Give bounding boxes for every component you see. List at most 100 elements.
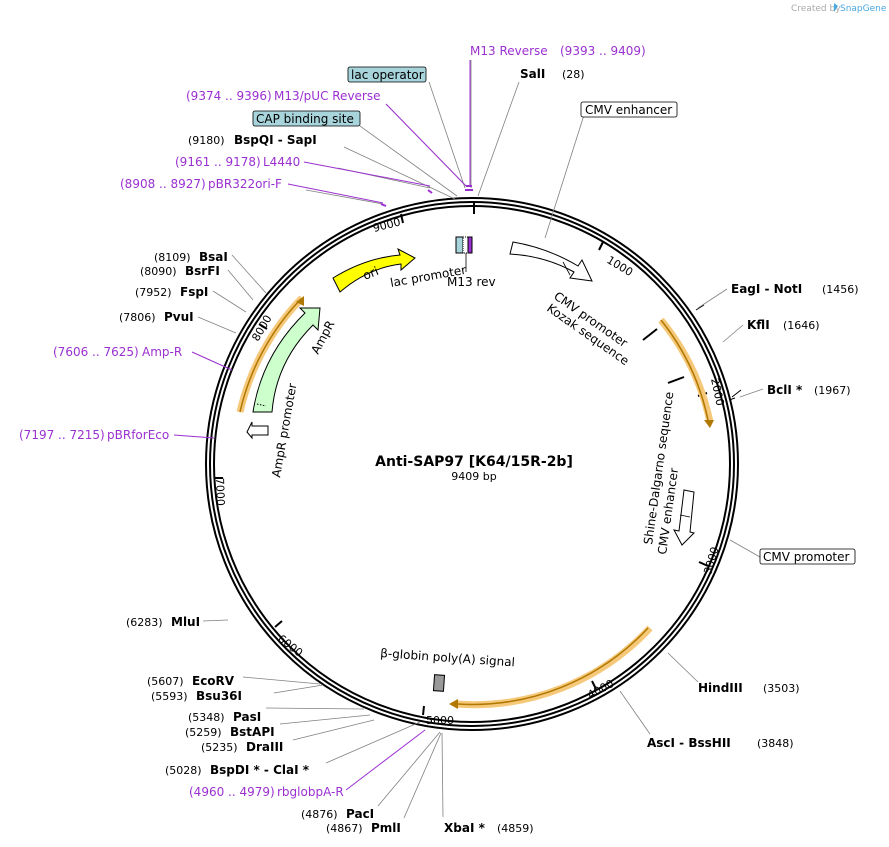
m13-rev-label: M13 rev — [447, 275, 496, 289]
tick-label: 4000 — [585, 677, 616, 702]
site-name: HindIII — [698, 681, 743, 695]
site-name: SalI — [520, 67, 545, 81]
tick-label: 2000 — [708, 377, 727, 407]
site-ticks — [473, 202, 742, 401]
orf-arc-right-core — [660, 319, 709, 421]
tick-label: 7000 — [213, 478, 227, 506]
site-pos: (1967) — [814, 384, 851, 397]
top-labels: M13 Reverse (9393 .. 9409) lac operator … — [120, 44, 678, 191]
site-name: PasI — [233, 710, 261, 724]
site-pos: (1646) — [783, 319, 820, 332]
site-pos: (28) — [562, 68, 585, 81]
boxed-feature-label: CAP binding site — [256, 112, 354, 126]
ori-label: ori — [361, 264, 381, 283]
primer-name: M13 Reverse — [470, 44, 548, 58]
backbone — [205, 197, 739, 731]
tick-label: 6000 — [275, 632, 305, 659]
site-name: EcoRV — [192, 674, 235, 688]
primer-range: (9374 .. 9396) — [186, 89, 272, 103]
site-pos: (3848) — [757, 737, 794, 750]
boxed-feature-label: lac operator — [351, 68, 424, 82]
primer-name: L4440 — [263, 155, 300, 169]
site-pos: (9180) — [188, 134, 225, 147]
site-name: BstAPI — [230, 725, 275, 739]
ori-arrow — [332, 247, 416, 293]
site-pos: (5607) — [147, 675, 184, 688]
orf-arcs — [236, 295, 714, 709]
site-name: KflI — [747, 318, 770, 332]
site-pos: (1456) — [822, 283, 859, 296]
site-pos: (5235) — [201, 741, 238, 754]
plasmid-length: 9409 bp — [451, 470, 496, 483]
boxed-feature-label: CMV promoter — [763, 550, 850, 564]
site-pos: (3503) — [763, 682, 800, 695]
tick-label: 5000 — [426, 714, 454, 727]
primer-name: pBR322ori-F — [208, 177, 282, 191]
site-name: BspQI - SapI — [234, 133, 317, 147]
site-pos: (4867) — [326, 822, 363, 835]
site-pos: (7952) — [135, 286, 172, 299]
site-name: FspI — [180, 285, 208, 299]
primer-range: (9161 .. 9178) — [175, 155, 261, 169]
site-pos: (7806) — [119, 311, 156, 324]
credit-brand: SnapGene — [840, 4, 887, 14]
site-name: PmlI — [371, 821, 401, 835]
site-name: BclI * — [767, 383, 803, 397]
primer-name: Amp-R — [142, 345, 182, 359]
lac-operator-box: lac operator — [347, 66, 427, 83]
tick-label: 1000 — [604, 253, 635, 279]
site-pos: (5593) — [151, 690, 188, 703]
cap-binding-site-box: CAP binding site — [252, 110, 361, 127]
snapgene-credit: Created by SnapGene — [791, 3, 887, 14]
cmv-enhancer-box: CMV enhancer — [580, 101, 678, 118]
primer-range: (4960 .. 4979) — [189, 785, 275, 799]
site-pos: (4859) — [497, 822, 534, 835]
cmv-enhancer-arrow — [673, 489, 695, 546]
primer-name: pBRforEco — [107, 428, 169, 442]
site-pos: (5348) — [188, 711, 225, 724]
site-name: DraIII — [246, 740, 283, 754]
ampr-arrow — [252, 307, 321, 413]
site-name: BsrFI — [185, 264, 220, 278]
primer-range: (9393 .. 9409) — [560, 44, 646, 58]
primer-range: (7606 .. 7625) — [53, 345, 139, 359]
tick-marks — [214, 213, 709, 716]
primer-name: rbglobpA-R — [277, 785, 344, 799]
lac-cluster — [455, 236, 473, 272]
left-labels: (8109) BsaI (8090) BsrFI (7952) FspI (78… — [19, 250, 228, 629]
orf-arc-bottom-core — [457, 627, 649, 706]
site-pos: (5259) — [185, 726, 222, 739]
snapgene-logo-icon — [834, 3, 838, 12]
primer-name: M13/pUC Reverse — [274, 89, 381, 103]
site-name: PvuI — [164, 310, 194, 324]
site-name: AscI - BssHII — [647, 736, 731, 750]
orf-arc-left-core — [239, 299, 301, 413]
right-labels: EagI - NotI (1456) KflI (1646) BclI * (1… — [647, 282, 859, 750]
site-pos: (8090) — [140, 265, 177, 278]
site-pos: (4876) — [301, 808, 338, 821]
site-name: BspDI * - ClaI * — [210, 763, 310, 777]
bottom-labels: (5607) EcoRV (5593) Bsu36I (5348) PasI (… — [147, 674, 534, 835]
site-name: PacI — [346, 807, 374, 821]
cmv-promoter-box: CMV promoter — [759, 548, 856, 565]
primer-range: (8908 .. 8927) — [120, 177, 206, 191]
site-name: BsaI — [199, 250, 228, 264]
tick-label: 3000 — [701, 545, 721, 575]
site-pos: (8109) — [154, 251, 191, 264]
credit-prefix: Created by — [791, 4, 841, 14]
site-pos: (5028) — [165, 764, 202, 777]
site-name: Bsu36I — [196, 689, 242, 703]
cmv-promoter-arrow — [509, 241, 593, 282]
ampr-promoter-arrow — [246, 421, 269, 440]
polya-signal-box — [432, 674, 446, 692]
boxed-feature-label: CMV enhancer — [585, 103, 672, 117]
tick-label: 9000 — [372, 216, 402, 235]
site-pos: (6283) — [126, 616, 163, 629]
site-name: XbaI * — [444, 821, 486, 835]
primer-range: (7197 .. 7215) — [19, 428, 105, 442]
site-name: EagI - NotI — [731, 282, 802, 296]
polya-label: β-globin poly(A) signal — [380, 646, 516, 669]
primer-leader-lines — [173, 60, 473, 791]
site-name: MluI — [171, 615, 200, 629]
